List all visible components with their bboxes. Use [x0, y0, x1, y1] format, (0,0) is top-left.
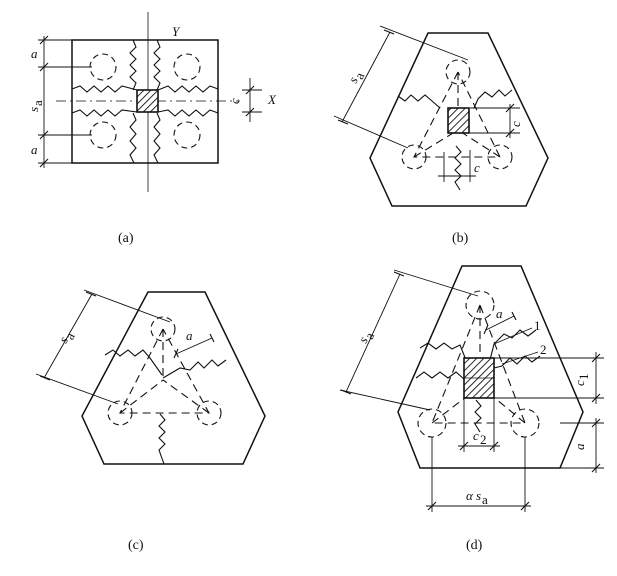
pile-circle: [401, 144, 427, 170]
crack-line: [419, 342, 467, 361]
c2-label: c 2: [473, 428, 487, 447]
extension-line: [379, 25, 469, 61]
strut-line: [413, 129, 459, 158]
crack-callout-1: 1: [534, 318, 541, 333]
svg-text:c: c: [508, 121, 523, 127]
strut-line: [119, 328, 210, 414]
pile-cap-outline: [71, 39, 219, 164]
spacing-label: s a: [55, 330, 77, 346]
extension-line: [333, 115, 409, 149]
extension-line: [339, 389, 431, 411]
svg-text:α: α: [466, 488, 474, 503]
svg-text:a: a: [572, 443, 587, 450]
svg-text:s: s: [476, 488, 481, 503]
pile-circle: [465, 290, 495, 320]
edge-distance-label: a: [496, 306, 503, 321]
extension-line: [83, 289, 171, 323]
alpha-spacing-label: α s a: [466, 488, 488, 507]
strut-line: [457, 129, 501, 158]
pile-circle: [196, 400, 222, 426]
column-hatched: [136, 89, 159, 113]
caption-a: (a): [118, 231, 134, 246]
svg-text:a: a: [30, 100, 45, 106]
dimension-line: [485, 315, 515, 331]
spacing-label: s a: [345, 70, 367, 86]
pile-circle: [445, 59, 471, 85]
c1-label: c 1: [572, 374, 591, 387]
caption-d: (d): [466, 538, 483, 553]
callout-line: [493, 327, 533, 345]
pile-circle: [173, 53, 201, 81]
column-dim-label: c: [227, 98, 242, 104]
crack-line: [153, 112, 161, 164]
crack-line: [162, 359, 227, 379]
panel-b: s a c c (b): [333, 25, 549, 246]
panel-a: Y X a a s a: [26, 12, 277, 246]
crack-line: [71, 85, 138, 93]
crack-line: [129, 112, 137, 164]
x-axis-label: X: [267, 92, 277, 107]
pile-cap-outline: [81, 291, 266, 465]
svg-text:c: c: [572, 380, 587, 386]
pile-circle: [150, 316, 176, 342]
crack-callout-2: 2: [540, 342, 547, 357]
crack-line: [415, 371, 466, 381]
edge-distance-label: a: [31, 46, 38, 61]
crack-line: [493, 355, 541, 369]
extension-line: [393, 269, 479, 297]
crack-line: [489, 329, 537, 361]
crack-line: [158, 413, 166, 465]
crack-line: [454, 145, 462, 191]
svg-text:2: 2: [480, 432, 487, 447]
pile-circle: [89, 121, 117, 149]
dimension-line: [43, 293, 93, 379]
pile-circle: [107, 400, 133, 426]
edge-distance-label: a: [572, 443, 587, 450]
strut-line: [431, 304, 526, 424]
edge-distance-label: a: [186, 328, 193, 343]
svg-text:s: s: [55, 334, 71, 346]
crack-line: [153, 39, 161, 91]
panel-c: a s a (c): [35, 289, 266, 553]
column-hatched: [447, 107, 470, 134]
svg-text:s: s: [355, 334, 371, 345]
crack-line: [157, 109, 219, 117]
svg-text:a: a: [482, 492, 488, 507]
pile-circle: [487, 144, 513, 170]
extension-line: [35, 373, 119, 405]
strut-line: [489, 393, 526, 424]
y-axis-label: Y: [172, 24, 181, 39]
column-dim-label: c: [508, 121, 523, 127]
caption-b: (b): [452, 231, 469, 246]
crack-line: [71, 109, 138, 117]
dimension-line: [175, 337, 213, 355]
dimension-line: [341, 31, 391, 123]
svg-text:s: s: [345, 74, 361, 85]
svg-text:a: a: [361, 330, 377, 342]
crack-line: [474, 399, 482, 433]
pile-circle: [89, 53, 117, 81]
svg-text:c: c: [227, 98, 242, 104]
panel-d: 1 2 a s a c 1 a: [339, 265, 604, 553]
svg-text:a: a: [351, 70, 367, 82]
crack-line: [129, 39, 137, 91]
pile-cap-outline: [369, 32, 549, 207]
edge-distance-label: a: [31, 142, 38, 157]
svg-text:1: 1: [576, 374, 591, 381]
crack-line: [397, 94, 441, 109]
column-dim-label: c: [474, 160, 480, 175]
spacing-label: s a: [355, 330, 377, 346]
svg-text:c: c: [473, 428, 479, 443]
crack-line: [473, 89, 513, 109]
pile-circle: [173, 121, 201, 149]
caption-c: (c): [128, 538, 144, 553]
crack-line: [157, 85, 219, 93]
svg-text:s: s: [26, 107, 41, 112]
strut-line: [162, 379, 210, 414]
strut-line: [119, 379, 164, 414]
dimension-line: [345, 273, 401, 393]
crack-line: [104, 349, 163, 376]
spacing-label: s a: [26, 100, 45, 112]
